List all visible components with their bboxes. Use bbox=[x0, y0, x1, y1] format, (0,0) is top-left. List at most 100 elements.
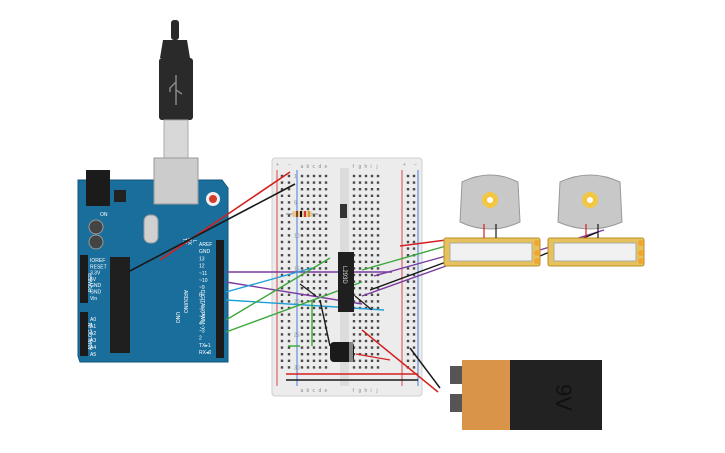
arduino-uno-board[interactable]: ARDUINO UNO POWER ANALOG IN DIGITAL (PWM… bbox=[77, 157, 229, 363]
breadboard-hole[interactable] bbox=[306, 260, 310, 263]
breadboard-hole[interactable] bbox=[324, 366, 328, 369]
breadboard-hole[interactable] bbox=[370, 339, 374, 343]
breadboard-hole[interactable] bbox=[370, 287, 374, 290]
breadboard-hole[interactable] bbox=[318, 366, 322, 369]
dc-motor-1[interactable] bbox=[443, 174, 541, 267]
breadboard-hole[interactable] bbox=[324, 214, 328, 217]
breadboard-hole[interactable] bbox=[412, 346, 416, 349]
breadboard-hole[interactable] bbox=[318, 359, 322, 362]
breadboard-hole[interactable] bbox=[370, 247, 374, 250]
breadboard-hole[interactable] bbox=[312, 333, 316, 336]
breadboard-hole[interactable] bbox=[318, 320, 322, 323]
breadboard-hole[interactable] bbox=[306, 366, 310, 369]
breadboard-hole[interactable] bbox=[280, 174, 284, 178]
breadboard-hole[interactable] bbox=[287, 240, 291, 244]
breadboard-hole[interactable] bbox=[318, 280, 322, 283]
breadboard-hole[interactable] bbox=[306, 181, 310, 184]
breadboard-hole[interactable] bbox=[300, 287, 304, 290]
breadboard-hole[interactable] bbox=[287, 221, 291, 224]
breadboard-hole[interactable] bbox=[370, 320, 374, 323]
breadboard-hole[interactable] bbox=[370, 227, 374, 230]
breadboard-hole[interactable] bbox=[352, 201, 356, 204]
breadboard-hole[interactable] bbox=[312, 267, 316, 270]
breadboard-hole[interactable] bbox=[358, 313, 362, 316]
wire-blue-6[interactable] bbox=[225, 299, 385, 311]
breadboard-hole[interactable] bbox=[376, 240, 380, 244]
breadboard-hole[interactable] bbox=[318, 207, 322, 211]
breadboard-hole[interactable] bbox=[358, 280, 362, 283]
breadboard-hole[interactable] bbox=[358, 227, 362, 230]
breadboard-hole[interactable] bbox=[406, 214, 410, 217]
breadboard-hole[interactable] bbox=[306, 234, 310, 237]
breadboard-hole[interactable] bbox=[324, 306, 328, 310]
breadboard-hole[interactable] bbox=[312, 254, 316, 257]
breadboard-hole[interactable] bbox=[406, 306, 410, 310]
breadboard-hole[interactable] bbox=[352, 339, 356, 343]
breadboard-hole[interactable] bbox=[280, 221, 284, 224]
breadboard-hole[interactable] bbox=[406, 254, 410, 257]
breadboard-hole[interactable] bbox=[406, 287, 410, 290]
breadboard-hole[interactable] bbox=[406, 339, 410, 343]
breadboard-hole[interactable] bbox=[406, 333, 410, 336]
breadboard-hole[interactable] bbox=[312, 214, 316, 217]
breadboard-hole[interactable] bbox=[324, 234, 328, 237]
breadboard-hole[interactable] bbox=[318, 293, 322, 296]
breadboard-hole[interactable] bbox=[364, 366, 368, 369]
breadboard-hole[interactable] bbox=[412, 366, 416, 369]
breadboard-hole[interactable] bbox=[364, 240, 368, 244]
breadboard-hole[interactable] bbox=[318, 313, 322, 316]
breadboard-hole[interactable] bbox=[287, 366, 291, 369]
breadboard-hole[interactable] bbox=[352, 194, 356, 197]
breadboard-hole[interactable] bbox=[370, 300, 374, 303]
breadboard-hole[interactable] bbox=[376, 207, 380, 211]
breadboard-hole[interactable] bbox=[376, 247, 380, 250]
breadboard-hole[interactable] bbox=[406, 273, 410, 277]
breadboard-hole[interactable] bbox=[300, 174, 304, 178]
breadboard-hole[interactable] bbox=[324, 359, 328, 362]
breadboard-hole[interactable] bbox=[358, 273, 362, 277]
breadboard-hole[interactable] bbox=[364, 207, 368, 211]
breadboard-hole[interactable] bbox=[300, 366, 304, 369]
breadboard-hole[interactable] bbox=[318, 240, 322, 244]
breadboard-hole[interactable] bbox=[312, 359, 316, 362]
breadboard-hole[interactable] bbox=[358, 300, 362, 303]
breadboard-hole[interactable] bbox=[406, 181, 410, 184]
breadboard-hole[interactable] bbox=[312, 240, 316, 244]
breadboard-hole[interactable] bbox=[324, 273, 328, 277]
breadboard-hole[interactable] bbox=[287, 346, 291, 349]
breadboard-hole[interactable] bbox=[364, 280, 368, 283]
breadboard-hole[interactable] bbox=[287, 247, 291, 250]
breadboard-hole[interactable] bbox=[364, 320, 368, 323]
breadboard-hole[interactable] bbox=[364, 174, 368, 178]
breadboard-hole[interactable] bbox=[376, 267, 380, 270]
breadboard-hole[interactable] bbox=[318, 346, 322, 349]
breadboard-hole[interactable] bbox=[406, 234, 410, 237]
breadboard-hole[interactable] bbox=[306, 353, 310, 356]
breadboard-hole[interactable] bbox=[287, 287, 291, 290]
breadboard-hole[interactable] bbox=[300, 221, 304, 224]
breadboard-hole[interactable] bbox=[364, 346, 368, 349]
breadboard-hole[interactable] bbox=[300, 227, 304, 230]
breadboard-hole[interactable] bbox=[306, 280, 310, 283]
breadboard-hole[interactable] bbox=[352, 320, 356, 323]
breadboard-hole[interactable] bbox=[406, 227, 410, 230]
breadboard-hole[interactable] bbox=[306, 306, 310, 310]
breadboard-hole[interactable] bbox=[406, 194, 410, 197]
breadboard-hole[interactable] bbox=[412, 207, 416, 211]
breadboard-hole[interactable] bbox=[312, 353, 316, 356]
breadboard-hole[interactable] bbox=[300, 313, 304, 316]
breadboard-hole[interactable] bbox=[280, 227, 284, 230]
breadboard-hole[interactable] bbox=[312, 221, 316, 224]
breadboard-hole[interactable] bbox=[406, 313, 410, 316]
breadboard-hole[interactable] bbox=[287, 353, 291, 356]
breadboard-hole[interactable] bbox=[324, 353, 328, 356]
breadboard-hole[interactable] bbox=[364, 227, 368, 230]
breadboard-hole[interactable] bbox=[412, 234, 416, 237]
breadboard-hole[interactable] bbox=[312, 201, 316, 204]
breadboard-hole[interactable] bbox=[280, 300, 284, 303]
breadboard-hole[interactable] bbox=[318, 188, 322, 191]
breadboard-hole[interactable] bbox=[358, 346, 362, 349]
breadboard-hole[interactable] bbox=[412, 267, 416, 270]
breadboard-hole[interactable] bbox=[406, 280, 410, 283]
breadboard-hole[interactable] bbox=[364, 333, 368, 336]
